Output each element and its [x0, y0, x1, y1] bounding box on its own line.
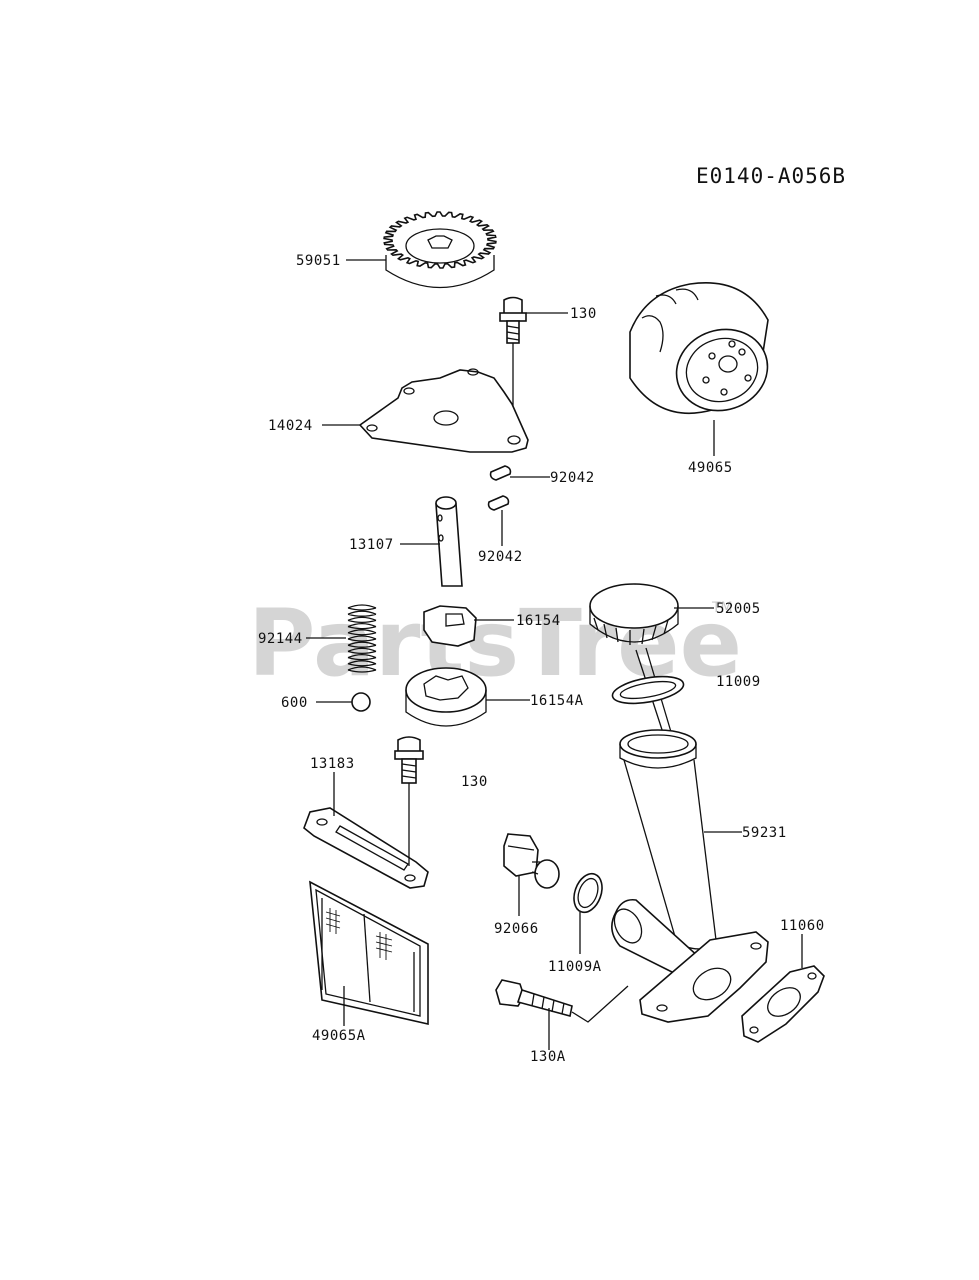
shaft-part[interactable] [435, 496, 463, 587]
ball-part[interactable] [351, 692, 371, 712]
label-inner-rotor: 16154 [516, 613, 561, 629]
bracket-part[interactable] [303, 807, 429, 889]
oring-cap-part[interactable] [610, 672, 685, 708]
spring-part[interactable] [347, 604, 377, 673]
label-plug: 92066 [494, 921, 539, 937]
diagram-code: E0140-A056B [696, 164, 846, 188]
bolt-mid-part[interactable] [394, 736, 424, 784]
label-oring-cap: 11009 [716, 674, 761, 690]
pin-b-part[interactable] [487, 495, 510, 511]
outer-rotor-part[interactable] [405, 667, 487, 727]
label-tube: 59231 [742, 825, 787, 841]
label-shaft: 13107 [349, 537, 394, 553]
gasket-part[interactable] [741, 965, 825, 1043]
label-strainer: 49065A [312, 1028, 366, 1044]
gear-part[interactable] [383, 211, 497, 289]
label-outer-rotor: 16154A [530, 693, 584, 709]
label-bracket: 13183 [310, 756, 355, 772]
strainer-part[interactable] [309, 880, 429, 1026]
label-plate: 14024 [268, 418, 313, 434]
label-washer: 11009A [548, 959, 602, 975]
label-gasket: 11060 [780, 918, 825, 934]
bolt-top-part[interactable] [499, 296, 527, 344]
oil-filter-part[interactable] [629, 282, 778, 422]
label-gear: 59051 [296, 253, 341, 269]
inner-rotor-part[interactable] [423, 605, 477, 647]
label-bolt-top: 130 [570, 306, 597, 322]
label-filter: 49065 [688, 460, 733, 476]
plug-part[interactable] [503, 833, 560, 889]
label-cap: 52005 [716, 601, 761, 617]
pin-a-part[interactable] [489, 465, 512, 481]
watermark-mark: TM [711, 600, 733, 616]
label-pin-a: 92042 [550, 470, 595, 486]
label-bolt-bottom: 130A [530, 1049, 566, 1065]
label-spring: 92144 [258, 631, 303, 647]
label-pin-b: 92042 [478, 549, 523, 565]
label-bolt-mid: 130 [461, 774, 488, 790]
bolt-bottom-part[interactable] [495, 979, 573, 1017]
washer-part[interactable] [569, 870, 607, 916]
label-ball: 600 [281, 695, 308, 711]
tube-part[interactable] [609, 729, 769, 1023]
plate-part[interactable] [358, 368, 529, 453]
